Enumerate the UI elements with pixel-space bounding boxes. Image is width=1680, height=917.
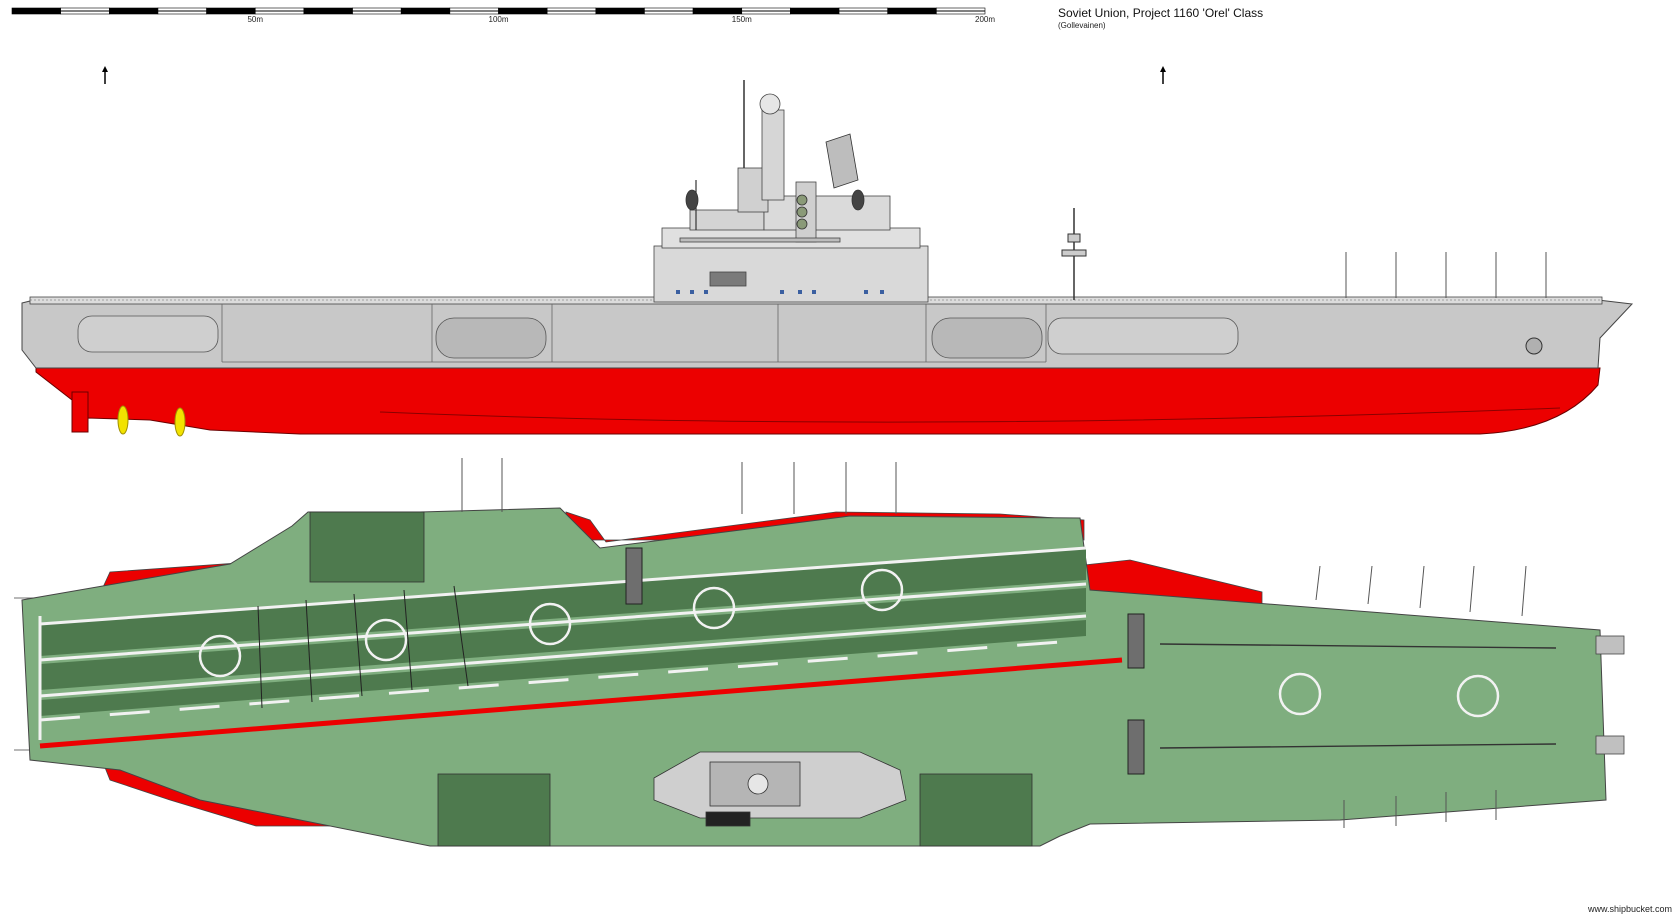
anchor-icon xyxy=(1525,337,1543,355)
title-block: Soviet Union, Project 1160 'Orel' Class … xyxy=(1058,6,1263,30)
flight-deck xyxy=(21,507,1607,847)
landing-stripe xyxy=(39,657,1123,749)
flight-deck-edge xyxy=(29,296,1603,305)
boot-topping-curve xyxy=(379,407,1561,423)
radar-arrays xyxy=(685,133,865,230)
drawing-author: (Gollevainen) xyxy=(1058,21,1106,30)
bow-marker-icon xyxy=(1160,66,1166,84)
hangar-bays xyxy=(77,315,1239,359)
bow-antennas xyxy=(1345,252,1547,298)
jet-blast-deflectors xyxy=(625,547,1145,775)
scale-label: 150m xyxy=(731,15,752,24)
hull-topsides xyxy=(21,299,1634,369)
helicopter-spots xyxy=(198,568,1500,718)
credit-text: www.shipbucket.com xyxy=(1587,904,1672,914)
bow-overhang xyxy=(1595,635,1625,755)
scale-label: 100m xyxy=(488,15,509,24)
scale-bar xyxy=(11,7,986,15)
hull-sponsons xyxy=(14,511,1263,827)
angled-deck-lanes xyxy=(40,548,1086,716)
aircraft-elevators xyxy=(309,511,1033,847)
island-superstructure xyxy=(653,80,929,303)
drawing-title: Soviet Union, Project 1160 'Orel' Class xyxy=(1058,6,1264,20)
arresting-wires xyxy=(257,585,469,709)
hull-underwater xyxy=(35,367,1601,435)
scale-label: 50m xyxy=(247,15,264,24)
propeller-icon xyxy=(117,405,186,437)
hull-panel-lines xyxy=(221,304,1047,363)
rudder xyxy=(71,391,89,433)
deck-white-lines xyxy=(38,546,1087,740)
bow-tracks xyxy=(1159,643,1557,749)
island-plan xyxy=(653,751,907,827)
plan-antennas xyxy=(461,458,1527,828)
stern-marker-icon xyxy=(102,66,108,84)
island-windows xyxy=(676,290,884,294)
forward-mast xyxy=(1061,208,1087,300)
scale-label: 200m xyxy=(974,15,996,24)
